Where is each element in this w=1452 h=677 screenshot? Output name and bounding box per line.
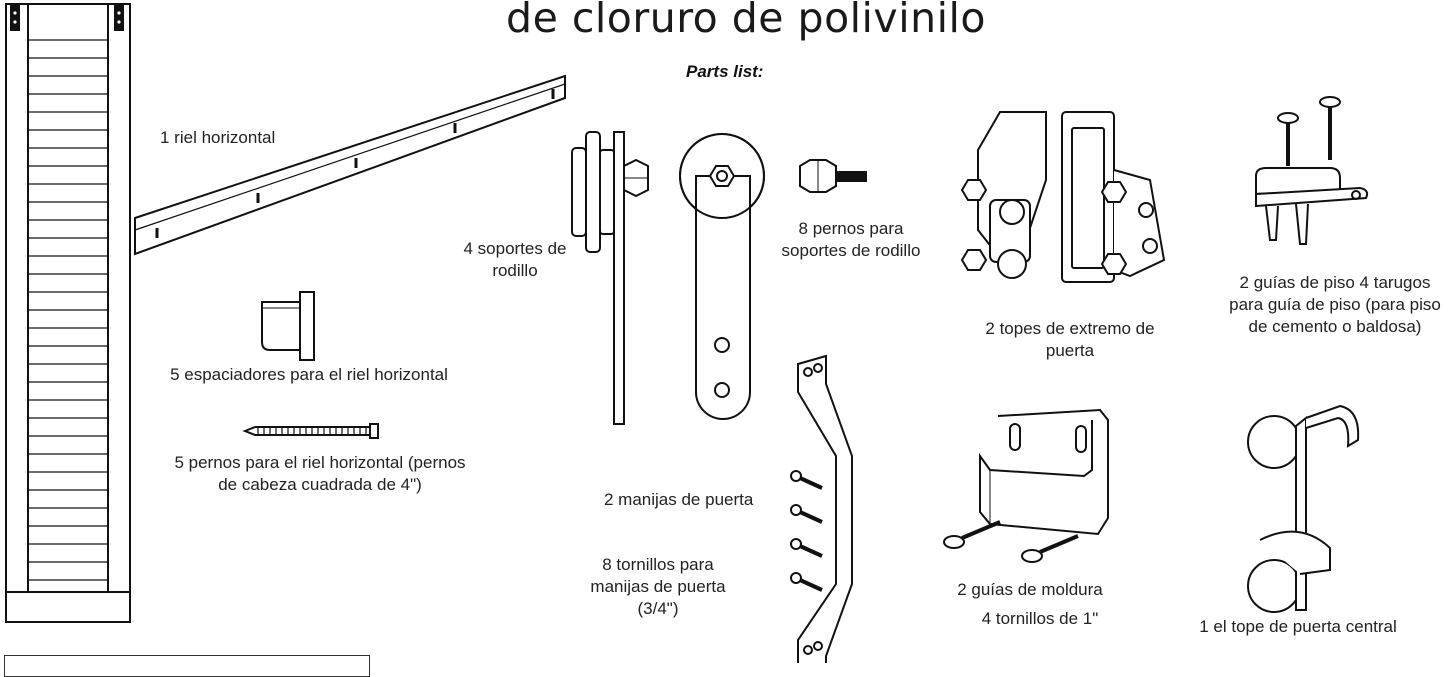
label-floor-guides: 2 guías de piso 4 tarugos para guía de p…: [1229, 273, 1441, 336]
roller-bolt-illustration: [799, 159, 867, 193]
roller-front-illustration: [679, 133, 765, 420]
handle-screws-illustration: [790, 470, 823, 592]
bottom-box: [4, 655, 370, 677]
parts-list-heading: Parts list:: [686, 62, 764, 81]
page-title: de cloruro de polivinilo: [506, 0, 986, 42]
molding-screws-illustration: [943, 520, 1079, 563]
roller-side-illustration: [571, 131, 649, 425]
center-stop-illustration: [1247, 404, 1360, 613]
door-handle-illustration: [797, 354, 853, 663]
label-handles: 2 manijas de puerta: [604, 490, 754, 509]
door-panel-illustration: [5, 3, 131, 623]
label-spacers: 5 espaciadores para el riel horizontal: [170, 365, 448, 384]
label-center-stop: 1 el tope de puerta central: [1199, 617, 1397, 636]
molding-guide-illustration: [979, 408, 1109, 536]
label-rail: 1 riel horizontal: [160, 128, 276, 147]
label-molding-screws: 4 tornillos de 1": [981, 609, 1099, 628]
label-door-stops: 2 topes de extremo de puerta: [985, 319, 1155, 360]
label-roller-bolts: 8 pernos para soportes de rodillo: [781, 219, 921, 260]
label-molding-guides: 2 guías de moldura: [957, 580, 1103, 599]
floor-guide-illustration: [1255, 96, 1369, 245]
door-stops-illustration: [960, 111, 1166, 283]
lag-bolt-illustration: [242, 423, 379, 439]
label-handle-screws: 8 tornillos para manijas de puerta (3/4"…: [590, 555, 726, 618]
label-rail-bolts: 5 pernos para el riel horizontal (pernos…: [174, 453, 466, 494]
rail-illustration: [134, 74, 566, 256]
label-roller-brackets: 4 soportes de rodillo: [463, 239, 567, 280]
hardware-illustrations: [5, 3, 1369, 663]
spacer-illustration: [261, 291, 315, 361]
